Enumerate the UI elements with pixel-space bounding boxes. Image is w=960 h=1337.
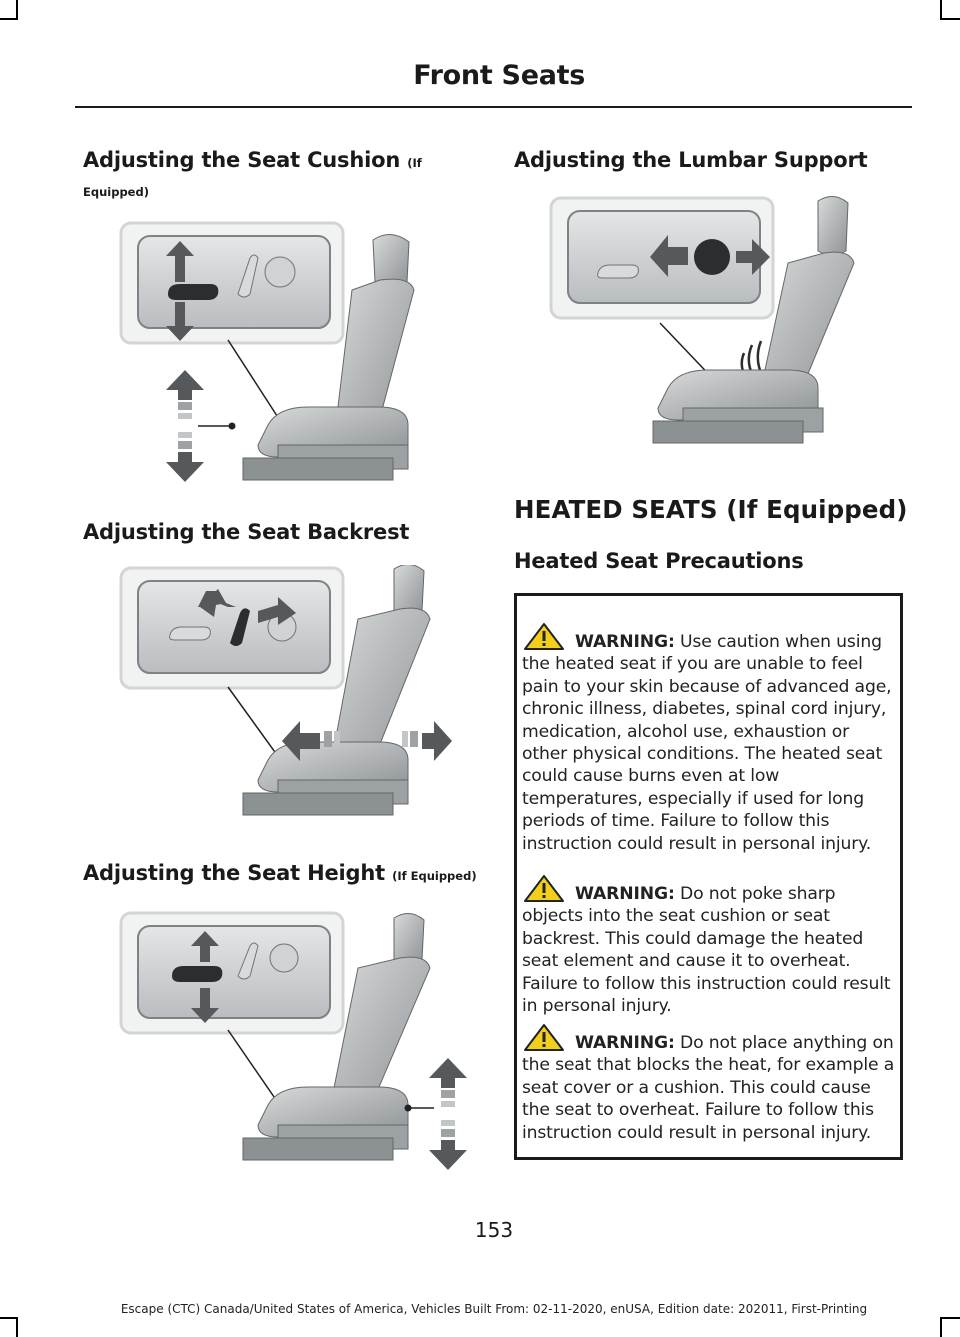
lumbar-support-figure [548, 193, 908, 458]
warning-1: WARNING: Use caution when using the heat… [522, 622, 898, 855]
subheading-heated-seat-precautions: Heated Seat Precautions [514, 549, 804, 573]
warning-2: WARNING: Do not poke sharp objects into … [522, 874, 898, 1017]
crop-mark [940, 1317, 942, 1337]
page-title: Front Seats [413, 60, 585, 91]
crop-mark [940, 1317, 960, 1319]
warning-triangle-icon [524, 875, 564, 902]
warning-box: WARNING: Use caution when using the heat… [514, 593, 903, 1160]
crop-mark [0, 1317, 18, 1319]
section-title-lumbar-support: Adjusting the Lumbar Support [514, 148, 868, 172]
crop-mark [16, 1317, 18, 1337]
crop-mark [940, 18, 960, 20]
section-heading-heated-seats: HEATED SEATS (If Equipped) [514, 495, 908, 524]
warning-triangle-icon [524, 1024, 564, 1051]
crop-mark [940, 0, 942, 20]
seat-cushion-figure [118, 220, 478, 495]
section-title-seat-height: Adjusting the Seat Height (If Equipped) [83, 861, 477, 885]
header-divider [75, 106, 912, 108]
section-title-seat-backrest: Adjusting the Seat Backrest [83, 520, 410, 544]
page-footer: Escape (CTC) Canada/United States of Ame… [120, 1302, 868, 1316]
seat-height-figure [118, 910, 478, 1175]
page-number: 153 [474, 1218, 514, 1242]
section-title-seat-cushion: Adjusting the Seat Cushion (If Equipped) [83, 148, 422, 199]
crop-mark [16, 0, 18, 20]
crop-mark [0, 18, 16, 20]
warning-triangle-icon [524, 623, 564, 650]
seat-backrest-figure [118, 565, 478, 830]
warning-3: WARNING: Do not place anything on the se… [522, 1023, 898, 1144]
